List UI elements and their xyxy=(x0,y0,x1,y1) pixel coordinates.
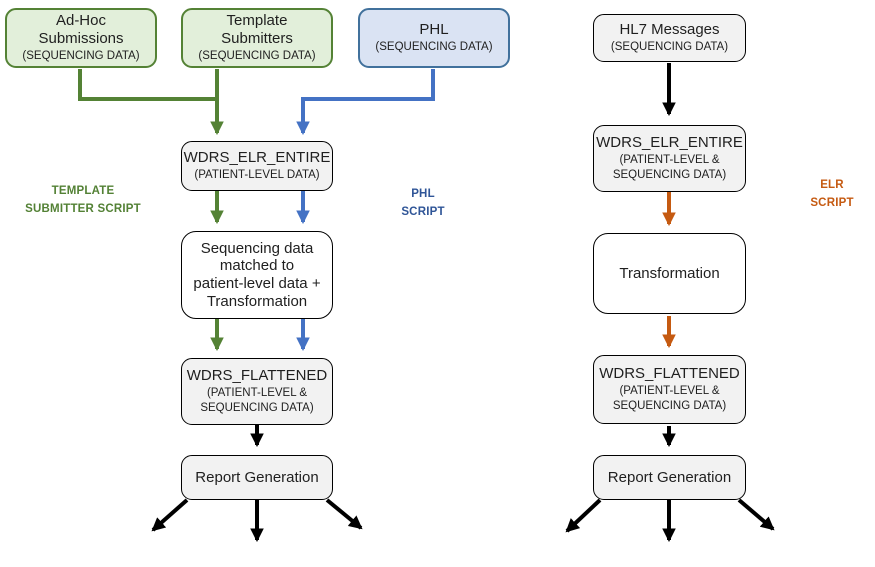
node-subtitle: (SEQUENCING DATA) xyxy=(198,49,316,62)
node-title: WDRS_FLATTENED xyxy=(599,365,740,383)
label-phl-script: PHL SCRIPT xyxy=(401,188,445,218)
node-subtitle: (PATIENT-LEVEL & SEQUENCING DATA) xyxy=(200,386,314,414)
node-title: Report Generation xyxy=(607,468,732,486)
arrow-adhoc-join-line xyxy=(78,69,219,101)
node-template-submitters: Template Submitters (SEQUENCING DATA) xyxy=(181,8,333,68)
node-title: Ad-Hoc Submissions xyxy=(38,12,124,48)
node-wdrs-elr-entire-left: WDRS_ELR_ENTIRE (PATIENT-LEVEL DATA) xyxy=(181,141,333,191)
node-report-generation-right: Report Generation xyxy=(593,455,746,500)
node-title: WDRS_ELR_ENTIRE xyxy=(183,149,331,167)
node-title: WDRS_FLATTENED xyxy=(186,367,328,385)
node-title: Report Generation xyxy=(195,468,319,486)
node-wdrs-flattened-right: WDRS_FLATTENED (PATIENT-LEVEL & SEQUENCI… xyxy=(593,355,746,424)
node-subtitle: (PATIENT-LEVEL & SEQUENCING DATA) xyxy=(612,153,727,181)
node-title: Transformation xyxy=(619,264,720,282)
label-elr-script: ELR SCRIPT xyxy=(810,179,854,209)
node-wdrs-flattened-left: WDRS_FLATTENED (PATIENT-LEVEL & SEQUENCI… xyxy=(181,358,333,425)
node-wdrs-elr-entire-right: WDRS_ELR_ENTIRE (PATIENT-LEVEL & SEQUENC… xyxy=(593,125,746,192)
arrow-phl-to-wdrs-elr xyxy=(296,69,435,136)
node-subtitle: (SEQUENCING DATA) xyxy=(610,40,729,53)
node-title: Sequencing data matched to patient-level… xyxy=(193,239,321,310)
node-report-generation-left: Report Generation xyxy=(181,455,333,500)
node-adhoc-submissions: Ad-Hoc Submissions (SEQUENCING DATA) xyxy=(5,8,157,68)
arrow-left-report-out-left xyxy=(151,498,189,532)
node-transformation: Transformation xyxy=(593,233,746,314)
node-subtitle: (SEQUENCING DATA) xyxy=(375,40,493,53)
node-title: WDRS_ELR_ENTIRE xyxy=(596,134,743,152)
arrow-right-report-out-left xyxy=(565,498,602,533)
node-subtitle: (SEQUENCING DATA) xyxy=(22,49,140,62)
node-hl7-messages: HL7 Messages (SEQUENCING DATA) xyxy=(593,14,746,62)
node-title: Template Submitters xyxy=(221,12,293,48)
node-title: PHL xyxy=(419,21,449,39)
arrow-left-report-out-right xyxy=(325,498,363,530)
node-phl: PHL (SEQUENCING DATA) xyxy=(358,8,510,68)
node-title: HL7 Messages xyxy=(619,21,720,39)
node-sequencing-match-transformation: Sequencing data matched to patient-level… xyxy=(181,231,333,319)
arrow-right-report-out-right xyxy=(737,498,775,531)
label-template-submitter-script: TEMPLATE SUBMITTER SCRIPT xyxy=(25,185,141,215)
node-subtitle: (PATIENT-LEVEL & SEQUENCING DATA) xyxy=(612,384,727,412)
node-subtitle: (PATIENT-LEVEL DATA) xyxy=(194,168,320,181)
